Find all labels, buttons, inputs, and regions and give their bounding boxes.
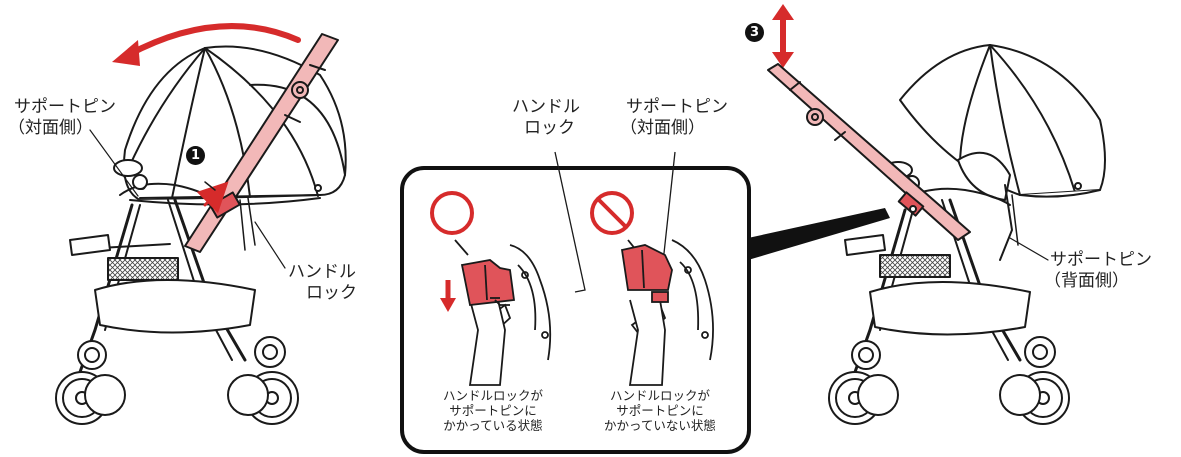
left-stroller — [55, 23, 347, 425]
label-line: ロック — [524, 118, 575, 138]
circle-ok-icon — [430, 191, 474, 235]
right-stroller — [767, 4, 1106, 425]
left-wheels — [55, 336, 299, 425]
prohibited-icon — [590, 191, 634, 235]
center-handle-lock-label: ハンドル ロック — [512, 97, 580, 139]
label-line: （対面側） — [8, 118, 93, 138]
step-1-badge: 1 — [186, 146, 205, 165]
unlocked-caption: ハンドルロックが サポートピンに かかっていない状態 — [580, 388, 740, 433]
caption-line: ハンドルロックが — [609, 388, 710, 403]
label-line: ハンドル — [288, 262, 356, 282]
center-support-pin-label: サポートピン （対面側） — [620, 97, 728, 139]
caption-line: かかっている状態 — [443, 418, 543, 433]
right-support-pin-label: サポートピン （背面側） — [1044, 250, 1152, 292]
caption-line: かかっていない状態 — [604, 418, 716, 433]
locked-illustration — [454, 239, 552, 386]
up-down-arrow-icon — [772, 4, 794, 68]
label-line: （背面側） — [1044, 271, 1129, 291]
label-line: ハンドル — [512, 97, 580, 117]
unlocked-illustration — [620, 239, 714, 386]
right-handle — [767, 63, 971, 241]
left-handle-lock-label: ハンドル ロック — [288, 262, 357, 304]
locked-caption: ハンドルロックが サポートピンに かかっている状態 — [418, 388, 568, 433]
step-3-badge: 3 — [745, 23, 764, 42]
left-support-pin-label: サポートピン （対面側） — [8, 97, 116, 139]
callout-pointer — [748, 208, 890, 260]
label-line: サポートピン — [626, 97, 728, 117]
right-wheels — [828, 336, 1070, 425]
right-canopy — [899, 44, 1106, 201]
caption-line: サポートピンに — [449, 403, 537, 418]
detail-callout — [400, 151, 890, 454]
label-line: サポートピン — [14, 97, 116, 117]
rotate-arrow-icon — [125, 23, 301, 58]
caption-line: サポートピンに — [616, 403, 704, 418]
label-line: サポートピン — [1050, 250, 1152, 270]
label-line: （対面側） — [620, 118, 705, 138]
caption-line: ハンドルロックが — [442, 388, 543, 403]
label-line: ロック — [306, 283, 357, 303]
